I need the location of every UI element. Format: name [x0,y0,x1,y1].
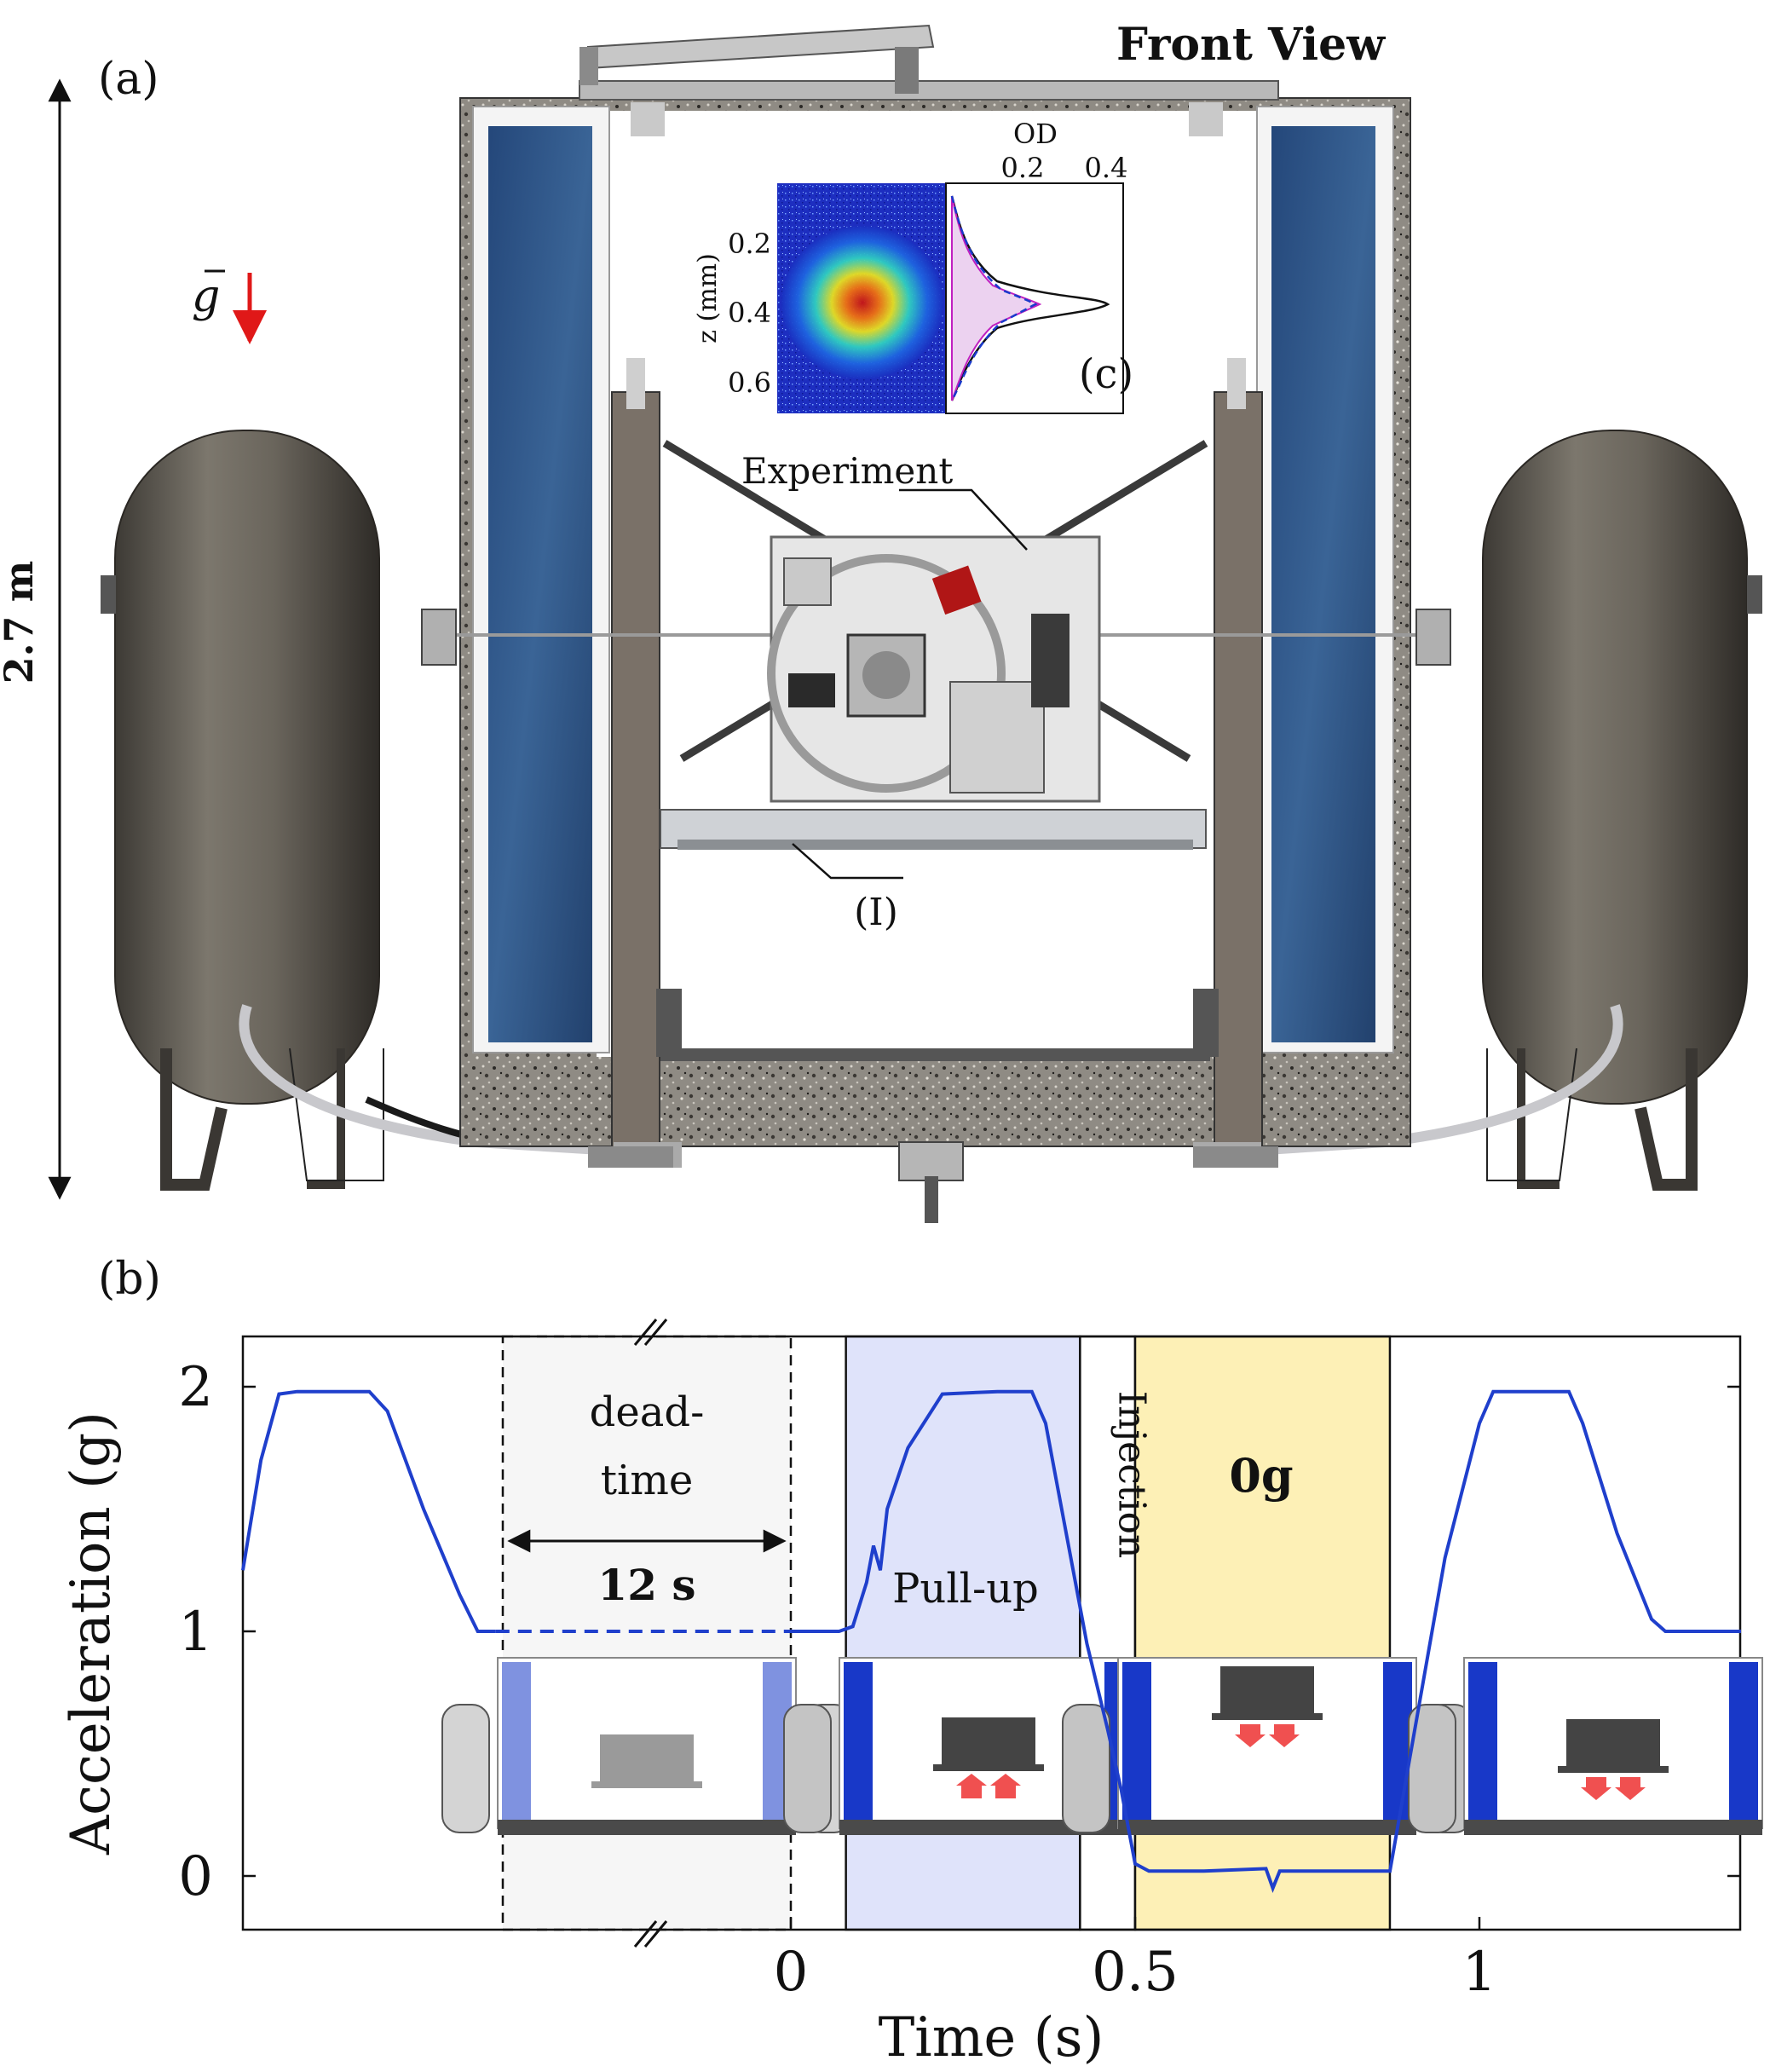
acceleration-line-pre-break [241,1389,496,1633]
acceleration-line [791,1389,1741,1893]
x-tick-label-2: 1 [1462,1941,1497,2004]
right-air-tank [1252,430,1762,1191]
axis-break-bottom [633,1920,668,1948]
schematic-release [1408,1657,1763,1835]
z-tick-2: 0.6 [728,366,771,399]
dead-time-label-line2: time [601,1457,694,1504]
axis-break-top [633,1319,668,1346]
x-axis-label: Time (s) [879,2006,1104,2069]
experiment-callout-line [899,488,1028,551]
od-tick-0: 0.2 [1001,152,1045,184]
front-view-title: Front View [1116,19,1386,71]
dead-time-duration: 12 s [597,1560,695,1610]
od-profile-fit [951,195,1042,401]
y-tick-label-2: 2 [178,1356,213,1419]
experiment-capsule [767,535,1101,803]
experiment-label: Experiment [741,450,953,492]
schematic-zero-g [1062,1657,1473,1835]
panel-c-label: (c) [1079,350,1133,398]
od-tick-1: 0.4 [1085,152,1128,184]
y-axis-label: Acceleration (g) [60,1411,123,1856]
schematic-dead-time [441,1657,852,1835]
od-profile-gaussian [950,195,1038,401]
atom-cloud [781,226,943,379]
od-axis-label: OD [1013,118,1058,150]
y-tick-label-0: 0 [178,1845,213,1908]
zero-g-label: 0g [1229,1448,1293,1503]
x-tick-label-1: 0.5 [1092,1941,1179,2004]
panel-a: (a) Front View 2.7 m g [0,19,1762,1223]
panel-a-label: (a) [98,54,159,105]
platform-callout-line [792,843,903,880]
panel-b-label: (b) [98,1254,161,1305]
pull-up-label: Pull-up [892,1565,1039,1613]
gravity-label: g [192,271,220,322]
platform-label: (I) [854,891,898,934]
y-tick-label-1: 1 [178,1601,213,1664]
y-axis-ticks: 0 1 2 [178,1356,1740,1908]
z-axis-label: z (mm) [693,253,723,343]
injection-label: Injection [1110,1391,1154,1559]
panel-c: OD 0.2 0.4 z (mm) 0.2 0.4 0.6 (c) [693,118,1133,414]
height-label: 2.7 m [0,561,42,684]
phase-schematics [441,1657,1763,1835]
zero-g-region [1133,1335,1392,1931]
drop-tower [421,24,1451,1223]
dead-time-label-line1: dead- [590,1388,705,1436]
z-tick-0: 0.2 [728,228,771,260]
x-tick-label-0: 0 [774,1941,809,2004]
z-tick-1: 0.4 [728,297,771,329]
